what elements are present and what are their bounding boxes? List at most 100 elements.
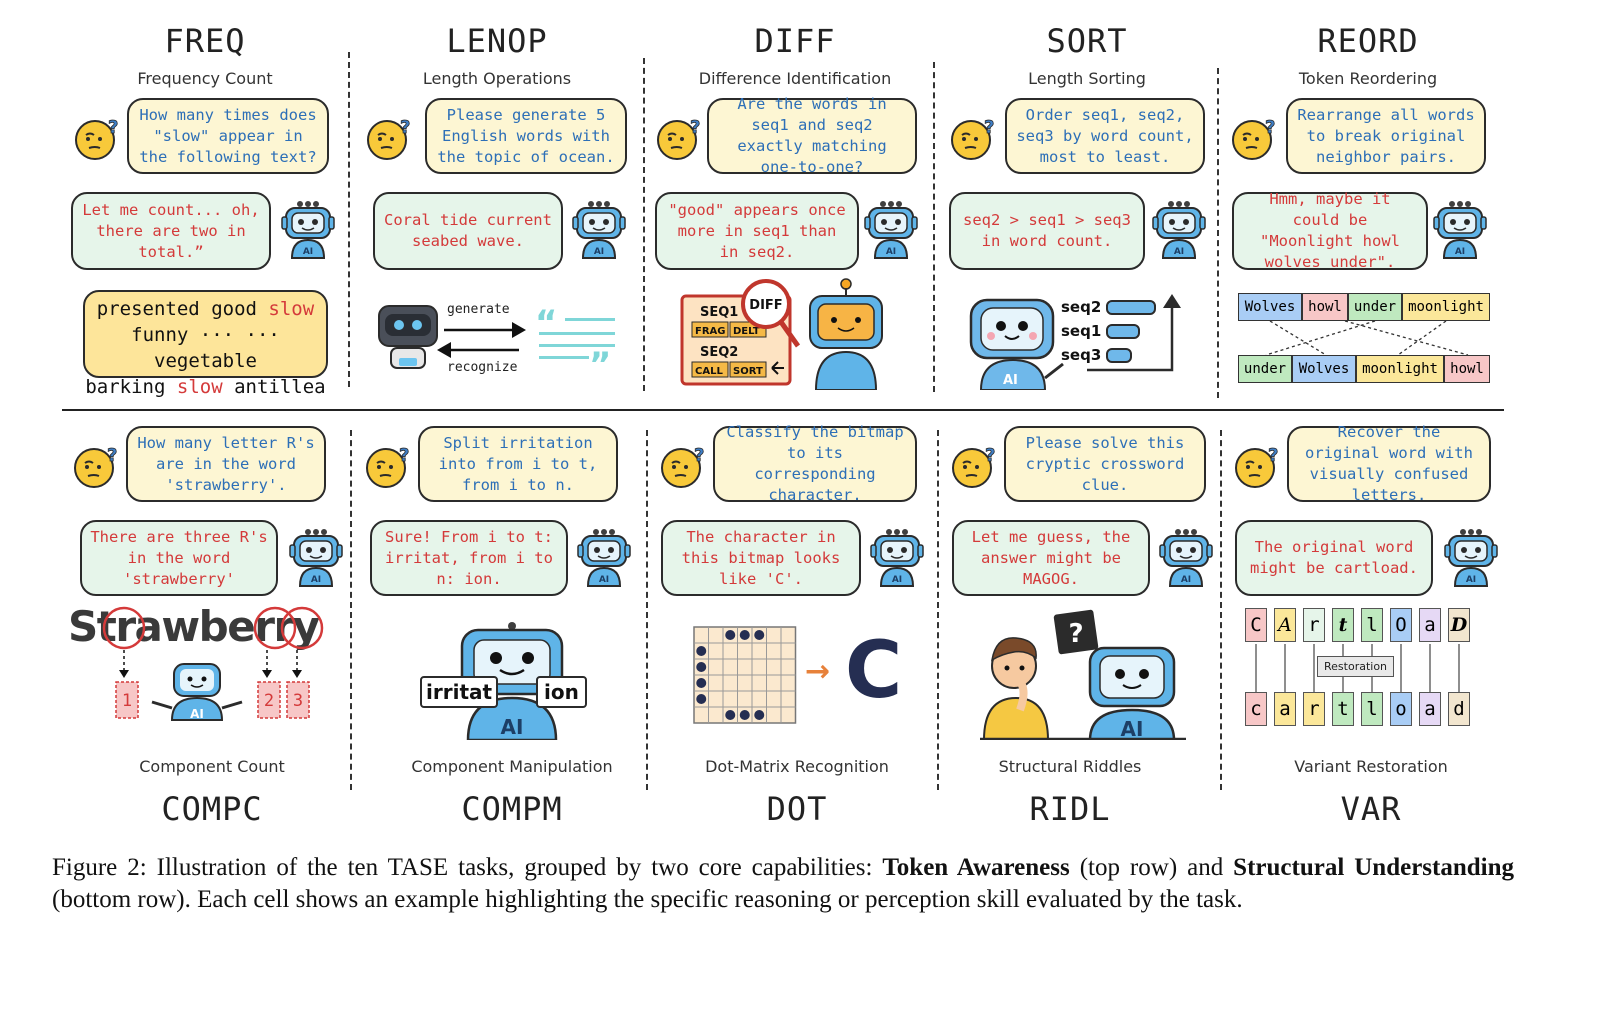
freq-word: good bbox=[211, 298, 257, 320]
column-divider bbox=[1217, 68, 1219, 398]
answer-bubble: The character in this bitmap looks like … bbox=[661, 520, 861, 596]
answer-bubble: Let me count... oh, there are two in tot… bbox=[71, 192, 271, 270]
freq-ellipsis: ··· ··· bbox=[199, 324, 280, 346]
riddle-question-mark: ? bbox=[1068, 619, 1083, 649]
task-name: Structural Riddles bbox=[998, 757, 1142, 776]
dot-matrix-grid bbox=[693, 626, 797, 724]
diff-badge-label: DIFF bbox=[749, 298, 782, 313]
caption-suffix: (bottom row). Each cell shows an example… bbox=[52, 886, 1243, 913]
caption-bold-structural-understanding: Structural Understanding bbox=[1233, 854, 1514, 881]
confused-letter: D bbox=[1448, 608, 1470, 642]
task-code: COMPC bbox=[161, 790, 263, 828]
task-code: SORT bbox=[1046, 22, 1128, 60]
answer-bubble: Hmm, maybe it could be "Moonlight howl w… bbox=[1232, 190, 1428, 271]
answer-bubble: There are three R's in the word 'strawbe… bbox=[80, 520, 278, 596]
sort-seq3-label: seq3 bbox=[1061, 346, 1101, 364]
restored-letter: d bbox=[1448, 692, 1470, 726]
token-wolves: Wolves bbox=[1238, 293, 1302, 321]
token-moonlight: moonlight bbox=[1356, 355, 1444, 383]
question-bubble: Please solve this cryptic crossword clue… bbox=[1004, 426, 1206, 502]
thinking-face-icon bbox=[1233, 442, 1281, 490]
restored-letter: a bbox=[1274, 692, 1296, 726]
task-var: VAR Variant Restoration Recover the orig… bbox=[1221, 423, 1521, 845]
caption-bold-token-awareness: Token Awareness bbox=[882, 854, 1070, 881]
compc-ai-label: AI bbox=[190, 707, 204, 721]
freq-word: funny bbox=[131, 324, 189, 346]
thinking-face-icon bbox=[73, 114, 121, 162]
robot-icon bbox=[869, 528, 925, 588]
answer-bubble: Coral tide current seabed wave. bbox=[373, 192, 563, 270]
robot-icon bbox=[288, 528, 344, 588]
diff-sort-label: SORT bbox=[733, 366, 763, 377]
question-bubble: How many letter R's are in the word 'str… bbox=[126, 426, 326, 502]
freq-highlight-word: slow bbox=[268, 298, 315, 320]
task-code: DOT bbox=[766, 790, 828, 828]
answer-bubble: seq2 > seq1 > seq3 in word count. bbox=[949, 192, 1145, 270]
confused-letter: l bbox=[1361, 608, 1383, 642]
thinking-face-icon bbox=[659, 442, 707, 490]
confused-letter: O bbox=[1390, 608, 1412, 642]
split-left-token: irritat bbox=[420, 676, 499, 708]
task-code: REORD bbox=[1317, 22, 1419, 60]
answer-bubble: Let me guess, the answer might be MAGOG. bbox=[952, 520, 1150, 596]
confused-letter: r bbox=[1303, 608, 1325, 642]
freq-word: antillea bbox=[234, 376, 326, 398]
restoration-label: Restoration bbox=[1317, 656, 1395, 677]
sort-seq2-label: seq2 bbox=[1061, 298, 1101, 316]
count-two: 2 bbox=[264, 691, 274, 711]
dot-matrix-dot bbox=[696, 694, 707, 704]
dot-matrix-dot bbox=[696, 678, 707, 688]
caption-prefix: Figure 2: Illustration of the ten TASE t… bbox=[52, 854, 883, 881]
quote-text-icon: “ ” bbox=[535, 308, 615, 374]
thinking-face-icon bbox=[950, 442, 998, 490]
confused-letter: t bbox=[1332, 608, 1354, 642]
task-name: Token Reordering bbox=[1298, 69, 1438, 88]
robot-icon bbox=[1443, 528, 1499, 588]
thinking-face-icon bbox=[364, 442, 412, 490]
row-separator bbox=[62, 409, 1504, 411]
compm-ai-label: AI bbox=[501, 715, 524, 739]
question-bubble: Recover the original word with visually … bbox=[1287, 423, 1491, 504]
task-code: RIDL bbox=[1029, 790, 1111, 828]
task-name: Frequency Count bbox=[137, 69, 273, 88]
task-name: Component Count bbox=[139, 757, 285, 776]
answer-bubble: Sure! From i to t: irritat, from i to n:… bbox=[370, 520, 568, 596]
figure-caption: Figure 2: Illustration of the ten TASE t… bbox=[52, 852, 1514, 916]
question-bubble: Order seq1, seq2, seq3 by word count, mo… bbox=[1005, 98, 1205, 174]
recognize-arrow-icon bbox=[437, 342, 519, 358]
thinking-face-icon bbox=[1230, 114, 1278, 162]
dot-matrix-dot bbox=[725, 630, 736, 640]
diff-call-label: CALL bbox=[695, 366, 723, 377]
diff-board-illustration: SEQ1 FRAG DELT SEQ2 CALL SORT DIFF bbox=[680, 278, 883, 390]
dot-matrix-dot bbox=[754, 630, 765, 640]
restored-letter: t bbox=[1332, 692, 1354, 726]
task-ridl: RIDL Structural Riddles Please solve thi… bbox=[920, 426, 1220, 845]
task-compc: COMPC Component Count How many letter R'… bbox=[62, 426, 362, 845]
freq-highlight-word: slow bbox=[176, 376, 223, 398]
robot-icon bbox=[863, 200, 919, 260]
task-lenop: LENOP Length Operations Please generate … bbox=[347, 22, 647, 437]
restored-letter: c bbox=[1245, 692, 1267, 726]
token-howl: howl bbox=[1302, 293, 1348, 321]
generate-arrow-icon bbox=[444, 322, 526, 338]
freq-word: vegetable bbox=[154, 350, 257, 372]
generate-label: generate bbox=[447, 302, 510, 317]
confused-letter: A bbox=[1274, 608, 1296, 642]
restored-letter: r bbox=[1303, 692, 1325, 726]
task-code: LENOP bbox=[446, 22, 548, 60]
column-divider bbox=[1220, 430, 1222, 790]
task-code: COMPM bbox=[461, 790, 563, 828]
answer-bubble: The original word might be cartload. bbox=[1235, 520, 1433, 596]
task-compm: COMPM Component Manipulation Split irrit… bbox=[362, 426, 662, 845]
caption-mid: (top row) and bbox=[1069, 854, 1234, 881]
thinking-face-icon bbox=[655, 114, 703, 162]
question-bubble: Split irritation into from i to t, from … bbox=[418, 426, 618, 502]
task-freq: FREQ Frequency Count How many times does… bbox=[55, 22, 355, 437]
task-name: Dot-Matrix Recognition bbox=[705, 757, 889, 776]
column-divider bbox=[937, 430, 939, 790]
diff-delt-label: DELT bbox=[733, 326, 760, 337]
restored-letter: o bbox=[1390, 692, 1412, 726]
sort-ai-label: AI bbox=[1003, 373, 1018, 388]
freq-word: barking bbox=[85, 376, 166, 398]
task-code: FREQ bbox=[164, 22, 246, 60]
